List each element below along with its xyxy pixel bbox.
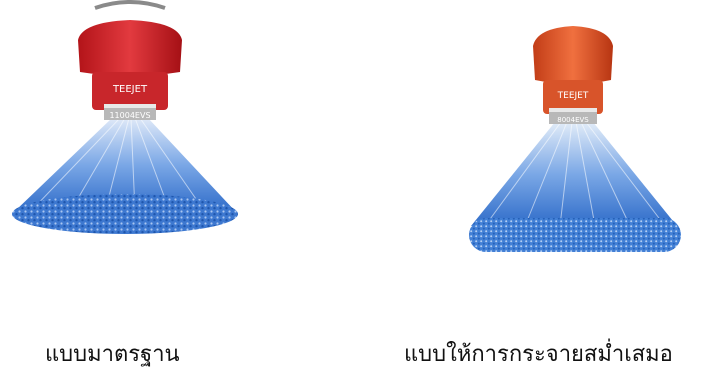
spray-fan [471,122,677,226]
spray-pattern [469,218,681,252]
caption-standard: แบบมาตรฐาน [45,336,180,371]
nozzle-cap [533,26,613,84]
nozzle-brand: TEEJET [112,84,148,95]
nozzle-model: 8004EVS [557,116,589,124]
standard-nozzle-svg: TEEJET 11004EVS [0,0,260,270]
standard-spray-illustration: TEEJET 11004EVS [0,0,260,270]
nozzle-brand: TEEJET [557,91,589,101]
nozzle-cap [78,20,182,76]
spray-pattern [12,194,238,234]
even-nozzle-svg: TEEJET 8004EVS [455,0,695,270]
even-spray-illustration: TEEJET 8004EVS [455,0,695,270]
nozzle-model: 11004EVS [109,111,150,120]
caption-even-distribution: แบบให้การกระจายสม่ำเสมอ [404,336,673,371]
